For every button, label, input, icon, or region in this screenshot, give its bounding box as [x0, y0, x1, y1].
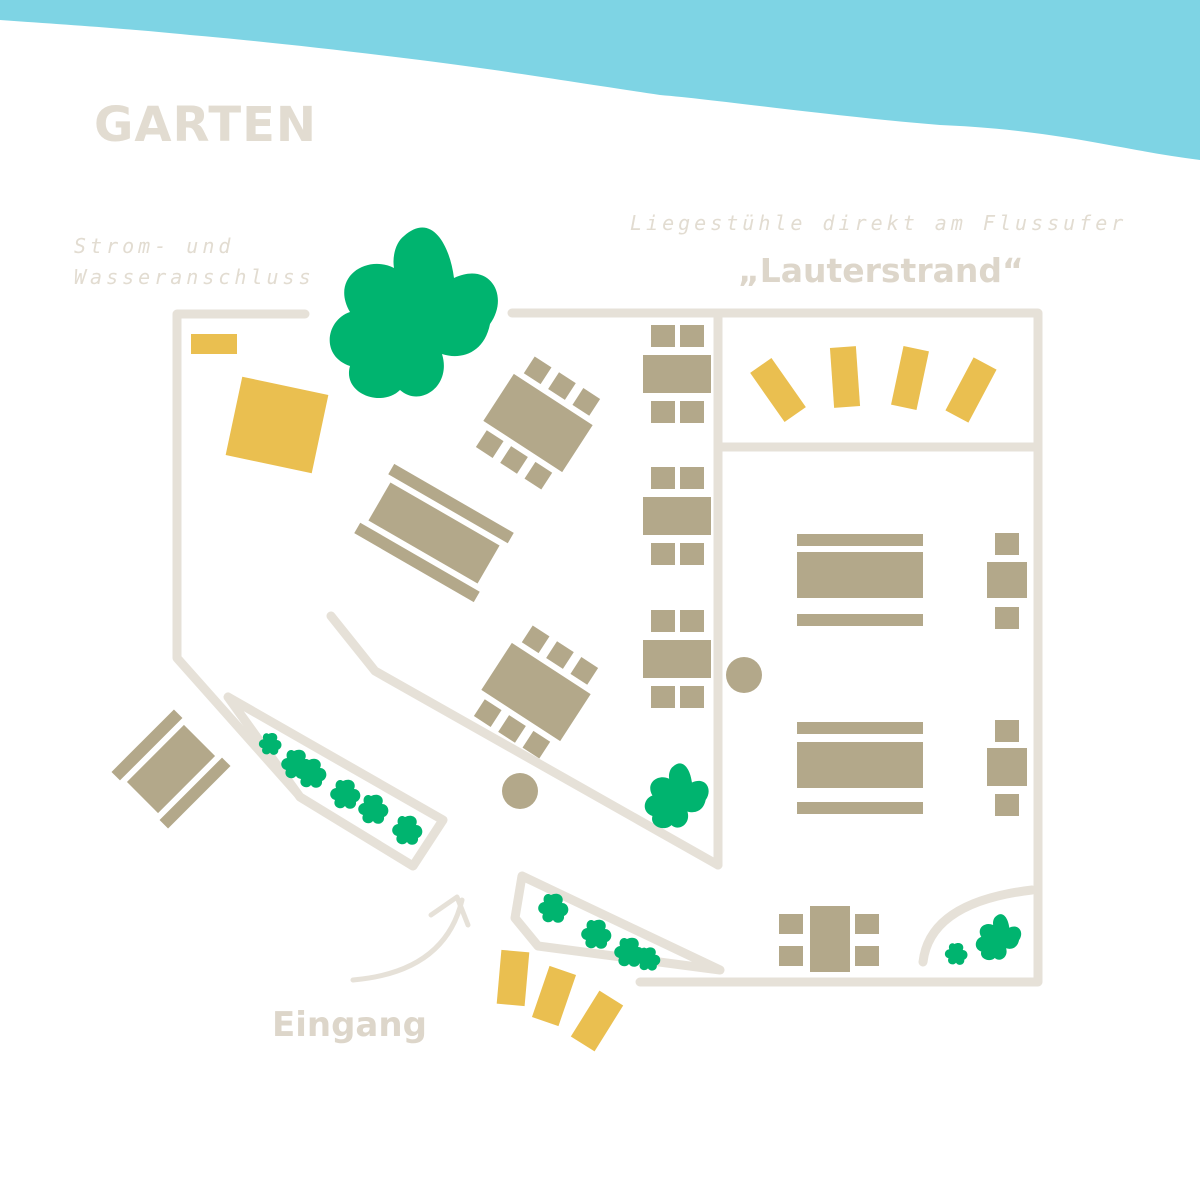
place-name-entrance: Eingang: [272, 1005, 427, 1045]
note-power-water-line1: Strom- und: [74, 234, 235, 258]
table-cluster-middle: [473, 625, 599, 759]
corner-plants: [944, 914, 1022, 965]
lounge-square: [225, 376, 329, 474]
table-column: [643, 325, 711, 708]
deck-chairs-entrance: [496, 949, 624, 1052]
round-table-right: [726, 657, 762, 693]
map-title: GARTEN: [94, 97, 318, 153]
table-unit-bottom: [779, 906, 879, 972]
note-power-water: Strom- und Wasseranschluss: [74, 231, 315, 293]
note-deck-chairs: Liegestühle direkt am Flussufer: [630, 211, 1128, 235]
table-unit-right-top: [987, 533, 1027, 629]
bench-center: [354, 463, 514, 603]
table-unit-right-bottom: [987, 720, 1027, 816]
place-name-strand: „Lauterstrand“: [738, 251, 1024, 290]
planter-left-plants: [258, 733, 423, 845]
note-power-water-line2: Wasseranschluss: [74, 265, 315, 289]
deck-chairs-strand: [750, 345, 997, 423]
round-table-left: [502, 773, 538, 809]
bench-right-top: [797, 534, 923, 626]
bench-right-bottom: [797, 722, 923, 814]
garden-walls: [172, 308, 1043, 987]
bench-outside: [111, 709, 231, 829]
entrance-arrow-icon: [350, 894, 471, 983]
tree-small: [644, 763, 709, 829]
river: [0, 0, 1200, 160]
table-cluster-top: [475, 356, 601, 490]
tree-large: [329, 227, 498, 399]
utility-box: [191, 334, 237, 354]
